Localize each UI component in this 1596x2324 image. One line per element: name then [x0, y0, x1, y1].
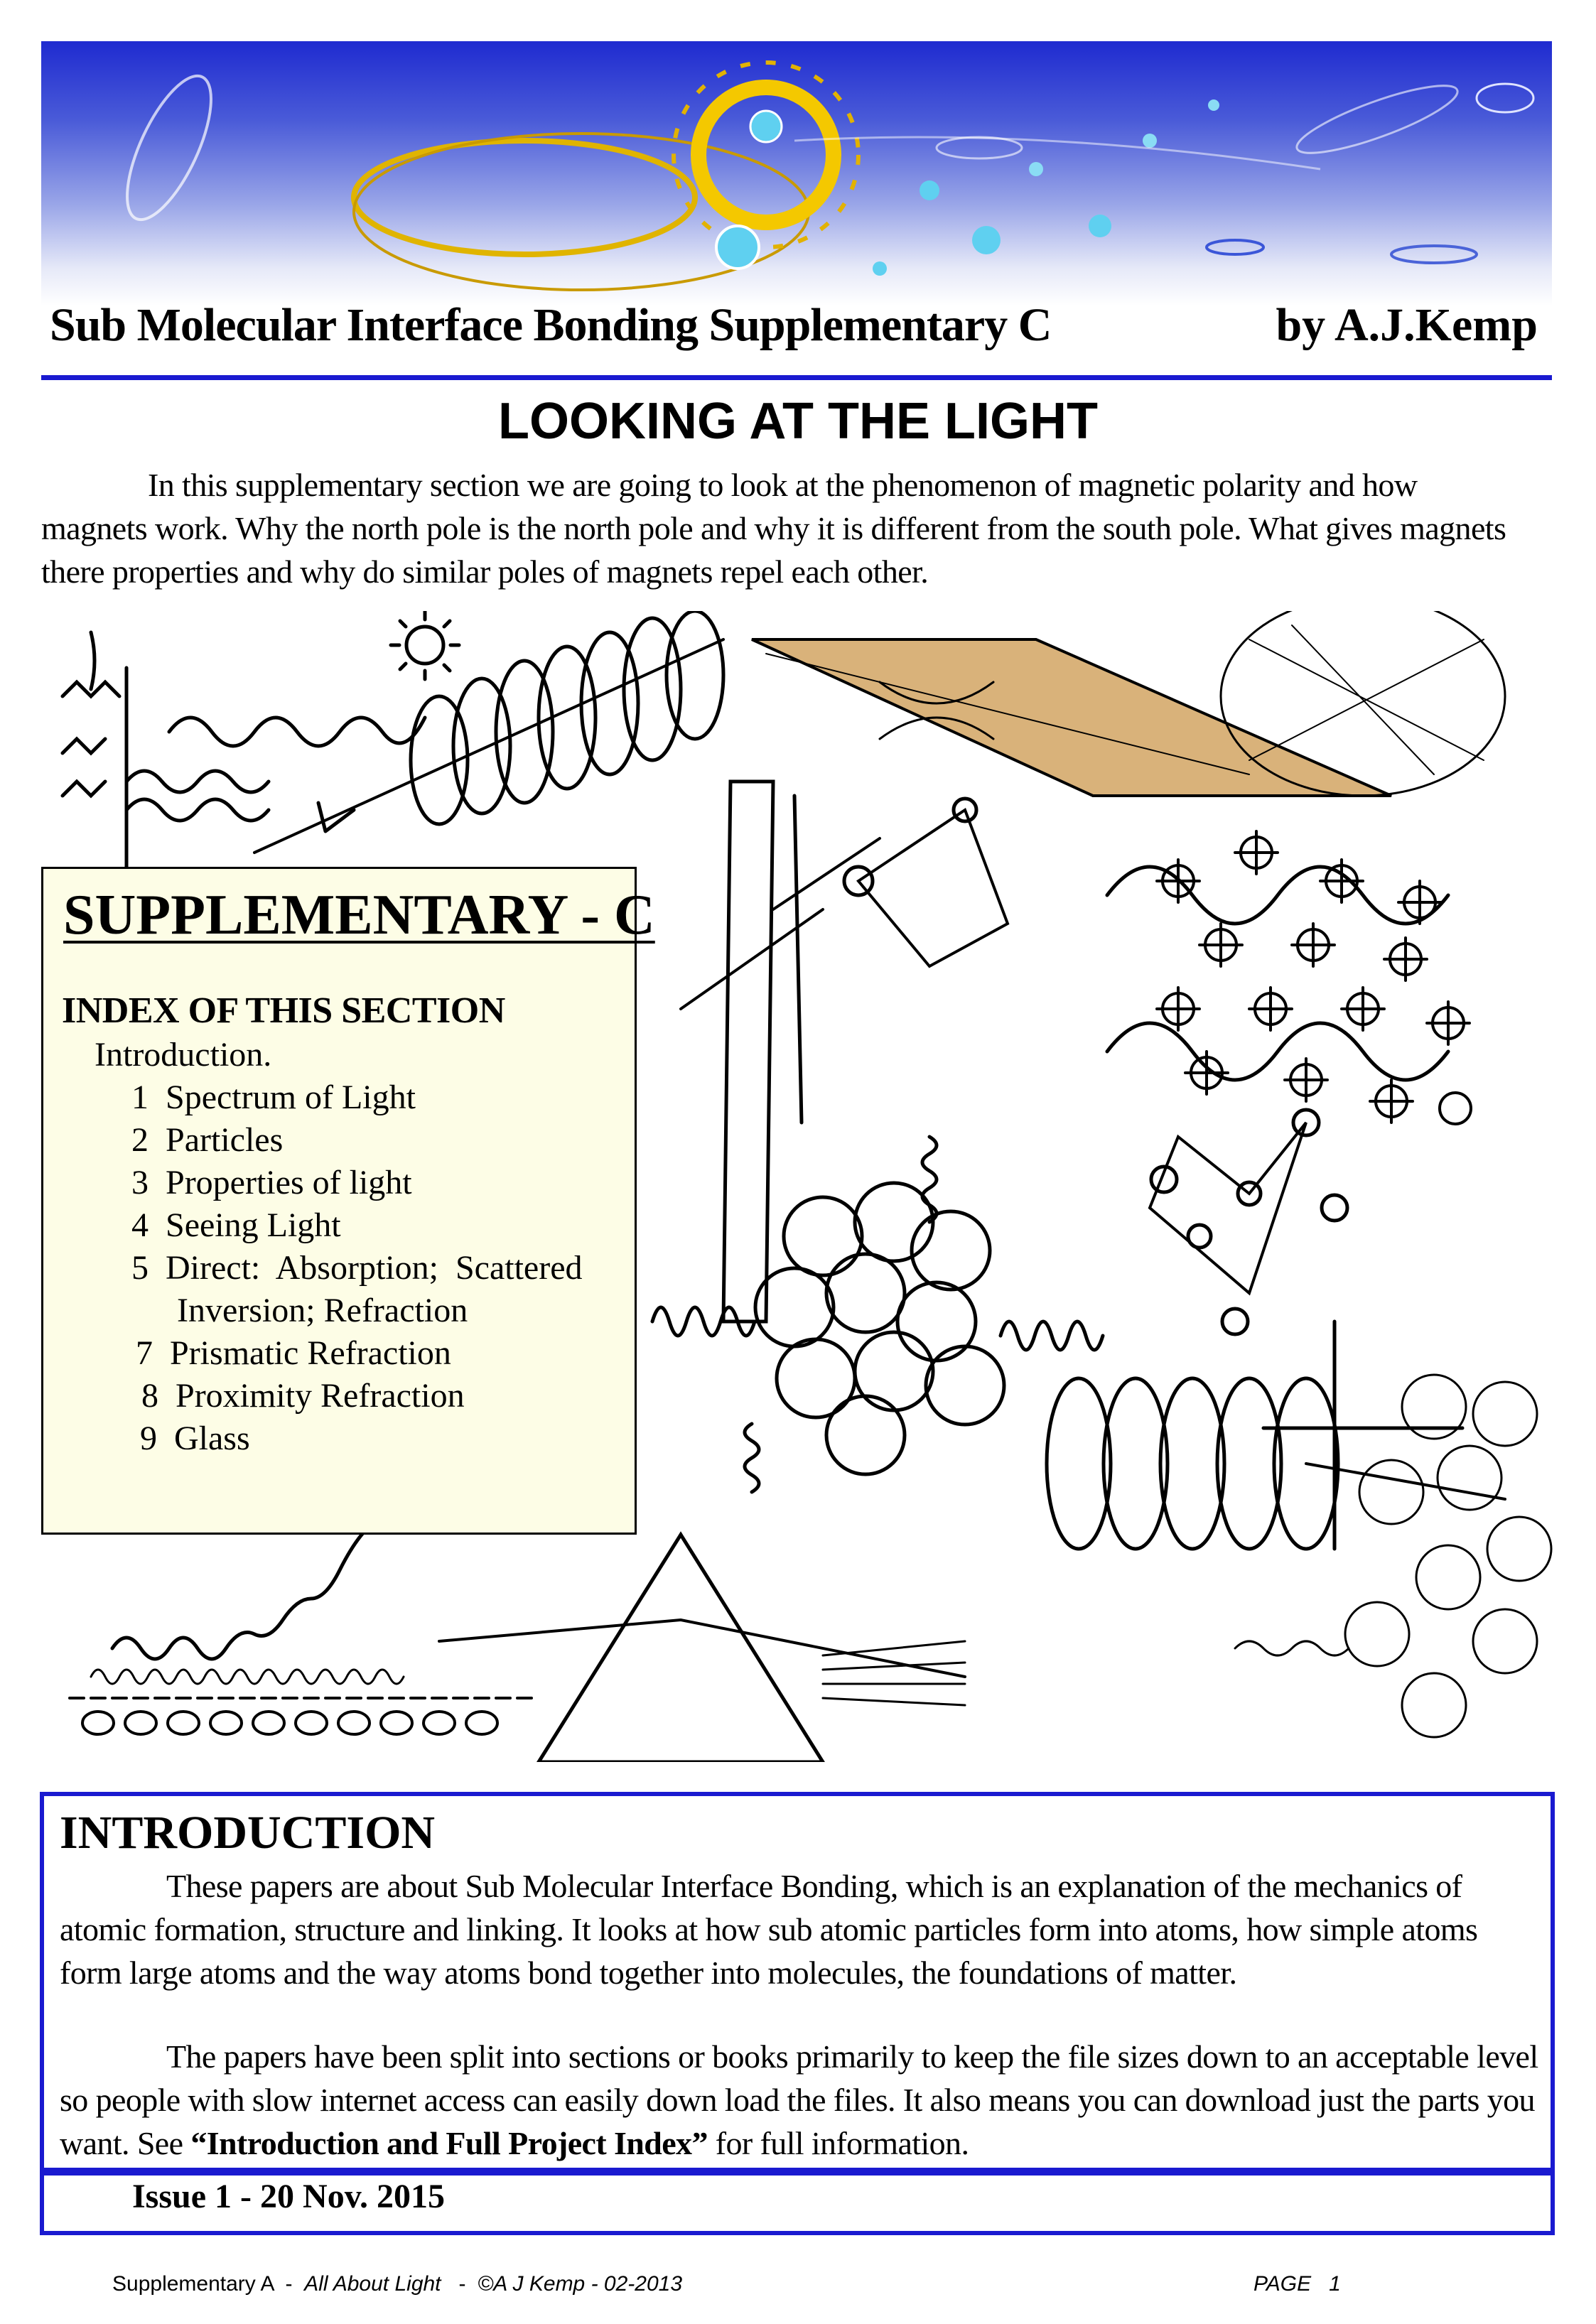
index-item-number: 8	[141, 1377, 158, 1415]
footer-copyright: ©A J Kemp - 02-2013	[478, 2272, 683, 2296]
index-item-label: Proximity Refraction	[176, 1377, 465, 1415]
index-item-glass[interactable]: 9 Glass	[43, 1417, 633, 1460]
index-item-seeing-light[interactable]: 4 Seeing Light	[43, 1204, 633, 1247]
index-item-number: 4	[131, 1206, 149, 1244]
cosmic-banner-graphic	[126, 60, 1535, 291]
intro-paragraph-text: In this supplementary section we are goi…	[41, 467, 1506, 590]
index-item-introduction[interactable]: Introduction.	[43, 1034, 633, 1076]
footer-document-info: Supplementary A - All About Light - ©A J…	[112, 2272, 682, 2296]
index-item-label: Glass	[174, 1420, 250, 1457]
introduction-paragraph-1: These papers are about Sub Molecular Int…	[60, 1864, 1545, 1994]
index-item-number: 5	[131, 1249, 149, 1287]
footer-subtitle: All About Light	[304, 2272, 441, 2296]
footer-separator: -	[273, 2272, 305, 2296]
issue-divider	[40, 2171, 1555, 2176]
index-item-direct[interactable]: 5 Direct: Absorption; Scattered	[43, 1247, 633, 1290]
header-divider	[41, 375, 1552, 380]
index-item-label: Direct: Absorption; Scattered	[166, 1249, 583, 1287]
introduction-paragraph-2: The papers have been split into sections…	[60, 2035, 1545, 2165]
index-item-spectrum-of-light[interactable]: 1 Spectrum of Light	[43, 1076, 633, 1119]
footer-page-number: PAGE 1	[1253, 2272, 1341, 2296]
footer-separator: -	[441, 2272, 478, 2296]
light-physics-sketch-illustration	[60, 611, 1553, 1762]
index-item-number: 7	[136, 1334, 153, 1372]
index-item-number: 3	[131, 1164, 149, 1201]
index-item-label: Seeing Light	[166, 1206, 341, 1244]
issue-date: Issue 1 - 20 Nov. 2015	[132, 2178, 446, 2215]
index-item-number: 1	[131, 1079, 149, 1116]
index-item-label: Inversion; Refraction	[177, 1292, 468, 1329]
introduction-paragraph-2-text: The papers have been split into sections…	[60, 2038, 1538, 2161]
issue-box: Issue 1 - 20 Nov. 2015	[40, 2171, 1555, 2235]
intro-paragraph: In this supplementary section we are goi…	[41, 463, 1519, 593]
page-title: LOOKING AT THE LIGHT	[498, 393, 1098, 450]
header-banner-image	[41, 41, 1552, 306]
index-heading: SUPPLEMENTARY - C	[63, 884, 655, 946]
section-index-box: SUPPLEMENTARY - C INDEX OF THIS SECTION …	[41, 867, 655, 1535]
introduction-box: INTRODUCTION These papers are about Sub …	[40, 1792, 1555, 2172]
page-footer: Supplementary A - All About Light - ©A J…	[0, 2272, 1596, 2308]
index-item-label: Prismatic Refraction	[170, 1334, 451, 1372]
footer-page-value: 1	[1329, 2272, 1341, 2296]
introduction-paragraph-2-tail: for full information.	[707, 2125, 969, 2161]
author-byline: by A.J.Kemp	[1276, 299, 1538, 351]
index-item-number: 9	[140, 1420, 157, 1457]
index-list: Introduction. 1 Spectrum of Light 2 Part…	[43, 1034, 633, 1460]
introduction-heading: INTRODUCTION	[60, 1807, 436, 1859]
footer-doc-name: Supplementary A	[112, 2272, 274, 2296]
document-title: Sub Molecular Interface Bonding Suppleme…	[50, 299, 1052, 351]
index-item-prismatic-refraction[interactable]: 7 Prismatic Refraction	[43, 1332, 633, 1375]
index-item-label: Introduction.	[95, 1036, 272, 1074]
index-subheading: INDEX OF THIS SECTION	[62, 990, 505, 1031]
index-item-inversion-refraction[interactable]: Inversion; Refraction	[43, 1290, 633, 1332]
index-item-label: Properties of light	[166, 1164, 412, 1201]
index-item-proximity-refraction[interactable]: 8 Proximity Refraction	[43, 1375, 633, 1417]
index-item-particles[interactable]: 2 Particles	[43, 1119, 633, 1162]
footer-page-label: PAGE	[1253, 2272, 1312, 2296]
full-project-index-reference[interactable]: “Introduction and Full Project Index”	[190, 2125, 708, 2161]
index-item-label: Spectrum of Light	[166, 1079, 416, 1116]
index-item-label: Particles	[166, 1121, 284, 1159]
introduction-paragraph-1-text: These papers are about Sub Molecular Int…	[60, 1868, 1478, 1991]
index-item-properties-of-light[interactable]: 3 Properties of light	[43, 1162, 633, 1204]
index-item-number: 2	[131, 1121, 149, 1159]
